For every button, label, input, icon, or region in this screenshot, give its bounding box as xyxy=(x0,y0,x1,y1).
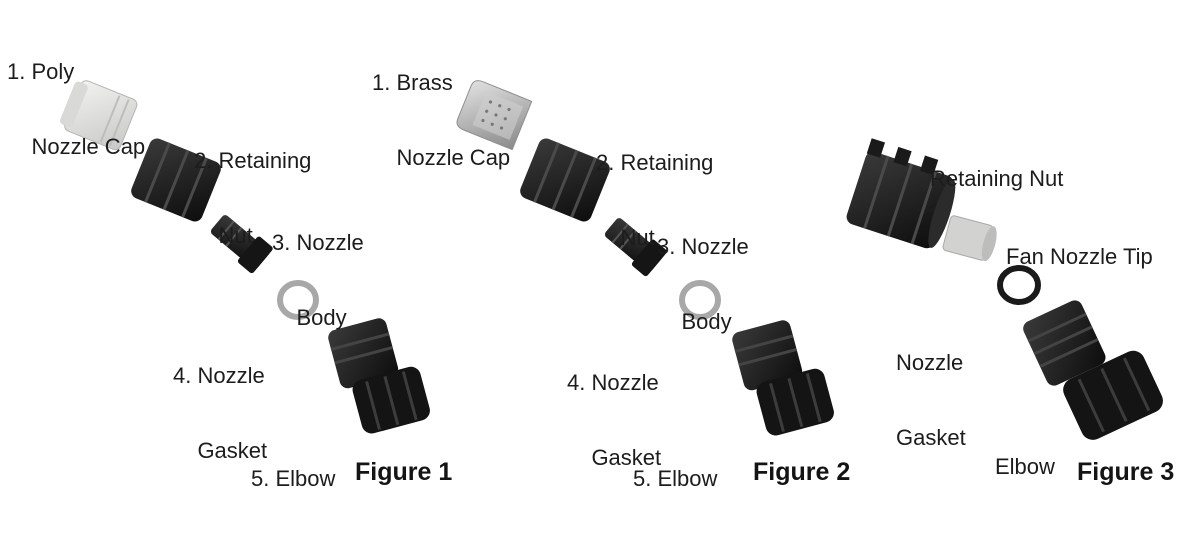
fig2-label-nozzle-gasket: 4. Nozzle Gasket xyxy=(567,320,661,520)
figure-2-caption: Figure 2 xyxy=(753,458,851,486)
fig3-retaining-nut-icon xyxy=(846,138,956,249)
label-line: Nozzle xyxy=(896,350,964,375)
fig2-nozzle-gasket-icon xyxy=(679,280,721,320)
fig1-label-nozzle-body: 3. Nozzle Body xyxy=(272,180,364,380)
fig1-elbow-icon xyxy=(328,318,430,434)
label-line: 1. Poly xyxy=(7,59,75,84)
label-line: Nut xyxy=(194,223,253,248)
label-line: 1. Brass xyxy=(372,70,453,95)
label-line: Nut xyxy=(596,225,655,250)
fig2-brass-nozzle-cap-icon xyxy=(456,80,533,151)
label-line: Fan Nozzle Tip xyxy=(1006,244,1153,269)
fig2-nozzle-body-icon xyxy=(604,218,667,277)
fig1-label-poly-nozzle-cap: 1. Poly Nozzle Cap xyxy=(7,9,145,209)
label-line: Elbow xyxy=(995,454,1055,479)
label-line: Nozzle Cap xyxy=(372,145,511,170)
label-line: 2. Retaining xyxy=(596,150,714,175)
fig3-nozzle-gasket-icon xyxy=(997,265,1041,305)
label-line: 5. Elbow xyxy=(251,466,336,491)
label-line: Gasket xyxy=(567,445,662,470)
fig2-retaining-nut-icon xyxy=(520,138,610,222)
fig3-label-nozzle-gasket: Nozzle Gasket xyxy=(896,300,966,500)
fig3-fan-nozzle-tip-icon xyxy=(942,215,997,262)
label-line: 3. Nozzle xyxy=(272,230,364,255)
label-line: Body xyxy=(272,305,347,330)
fig1-nozzle-gasket-icon xyxy=(277,280,319,320)
fig3-label-retaining-nut: Retaining Nut xyxy=(930,116,1063,241)
label-line: Gasket xyxy=(896,425,966,450)
fig2-label-retaining-nut: 2. Retaining Nut xyxy=(596,100,713,300)
label-line: Retaining Nut xyxy=(930,166,1064,191)
label-line: Nozzle Cap xyxy=(7,134,146,159)
nozzle-diagram: 1. Poly Nozzle Cap 2. Retaining Nut 3. N… xyxy=(7,9,1175,500)
fig1-poly-nozzle-cap-icon xyxy=(59,80,138,151)
label-line: Body xyxy=(657,309,732,334)
fig2-label-brass-nozzle-cap: 1. Brass Nozzle Cap xyxy=(372,20,510,220)
fig2-label-elbow: 5. Elbow xyxy=(633,416,717,541)
figure-3-caption: Figure 3 xyxy=(1077,458,1175,486)
fig3-label-fan-nozzle-tip: Fan Nozzle Tip xyxy=(1006,194,1153,319)
parts-drawing xyxy=(59,80,1163,440)
label-line: Gasket xyxy=(173,438,268,463)
fig1-retaining-nut-icon xyxy=(131,138,221,222)
label-line: 3. Nozzle xyxy=(657,234,749,259)
fig1-label-nozzle-gasket: 4. Nozzle Gasket xyxy=(173,313,267,513)
label-line: 5. Elbow xyxy=(633,466,718,491)
fig2-elbow-icon xyxy=(732,320,834,436)
label-line: 2. Retaining xyxy=(194,148,312,173)
fig1-label-retaining-nut: 2. Retaining Nut xyxy=(194,98,311,298)
fig1-label-elbow: 5. Elbow xyxy=(251,416,335,541)
label-line: 4. Nozzle xyxy=(173,363,265,388)
fig3-elbow-icon xyxy=(1023,300,1163,440)
fig3-label-elbow: Elbow xyxy=(995,404,1055,529)
figure-1-caption: Figure 1 xyxy=(355,458,453,486)
fig1-nozzle-body-icon xyxy=(210,215,273,274)
label-line: 4. Nozzle xyxy=(567,370,659,395)
fig2-label-nozzle-body: 3. Nozzle Body xyxy=(657,184,749,384)
